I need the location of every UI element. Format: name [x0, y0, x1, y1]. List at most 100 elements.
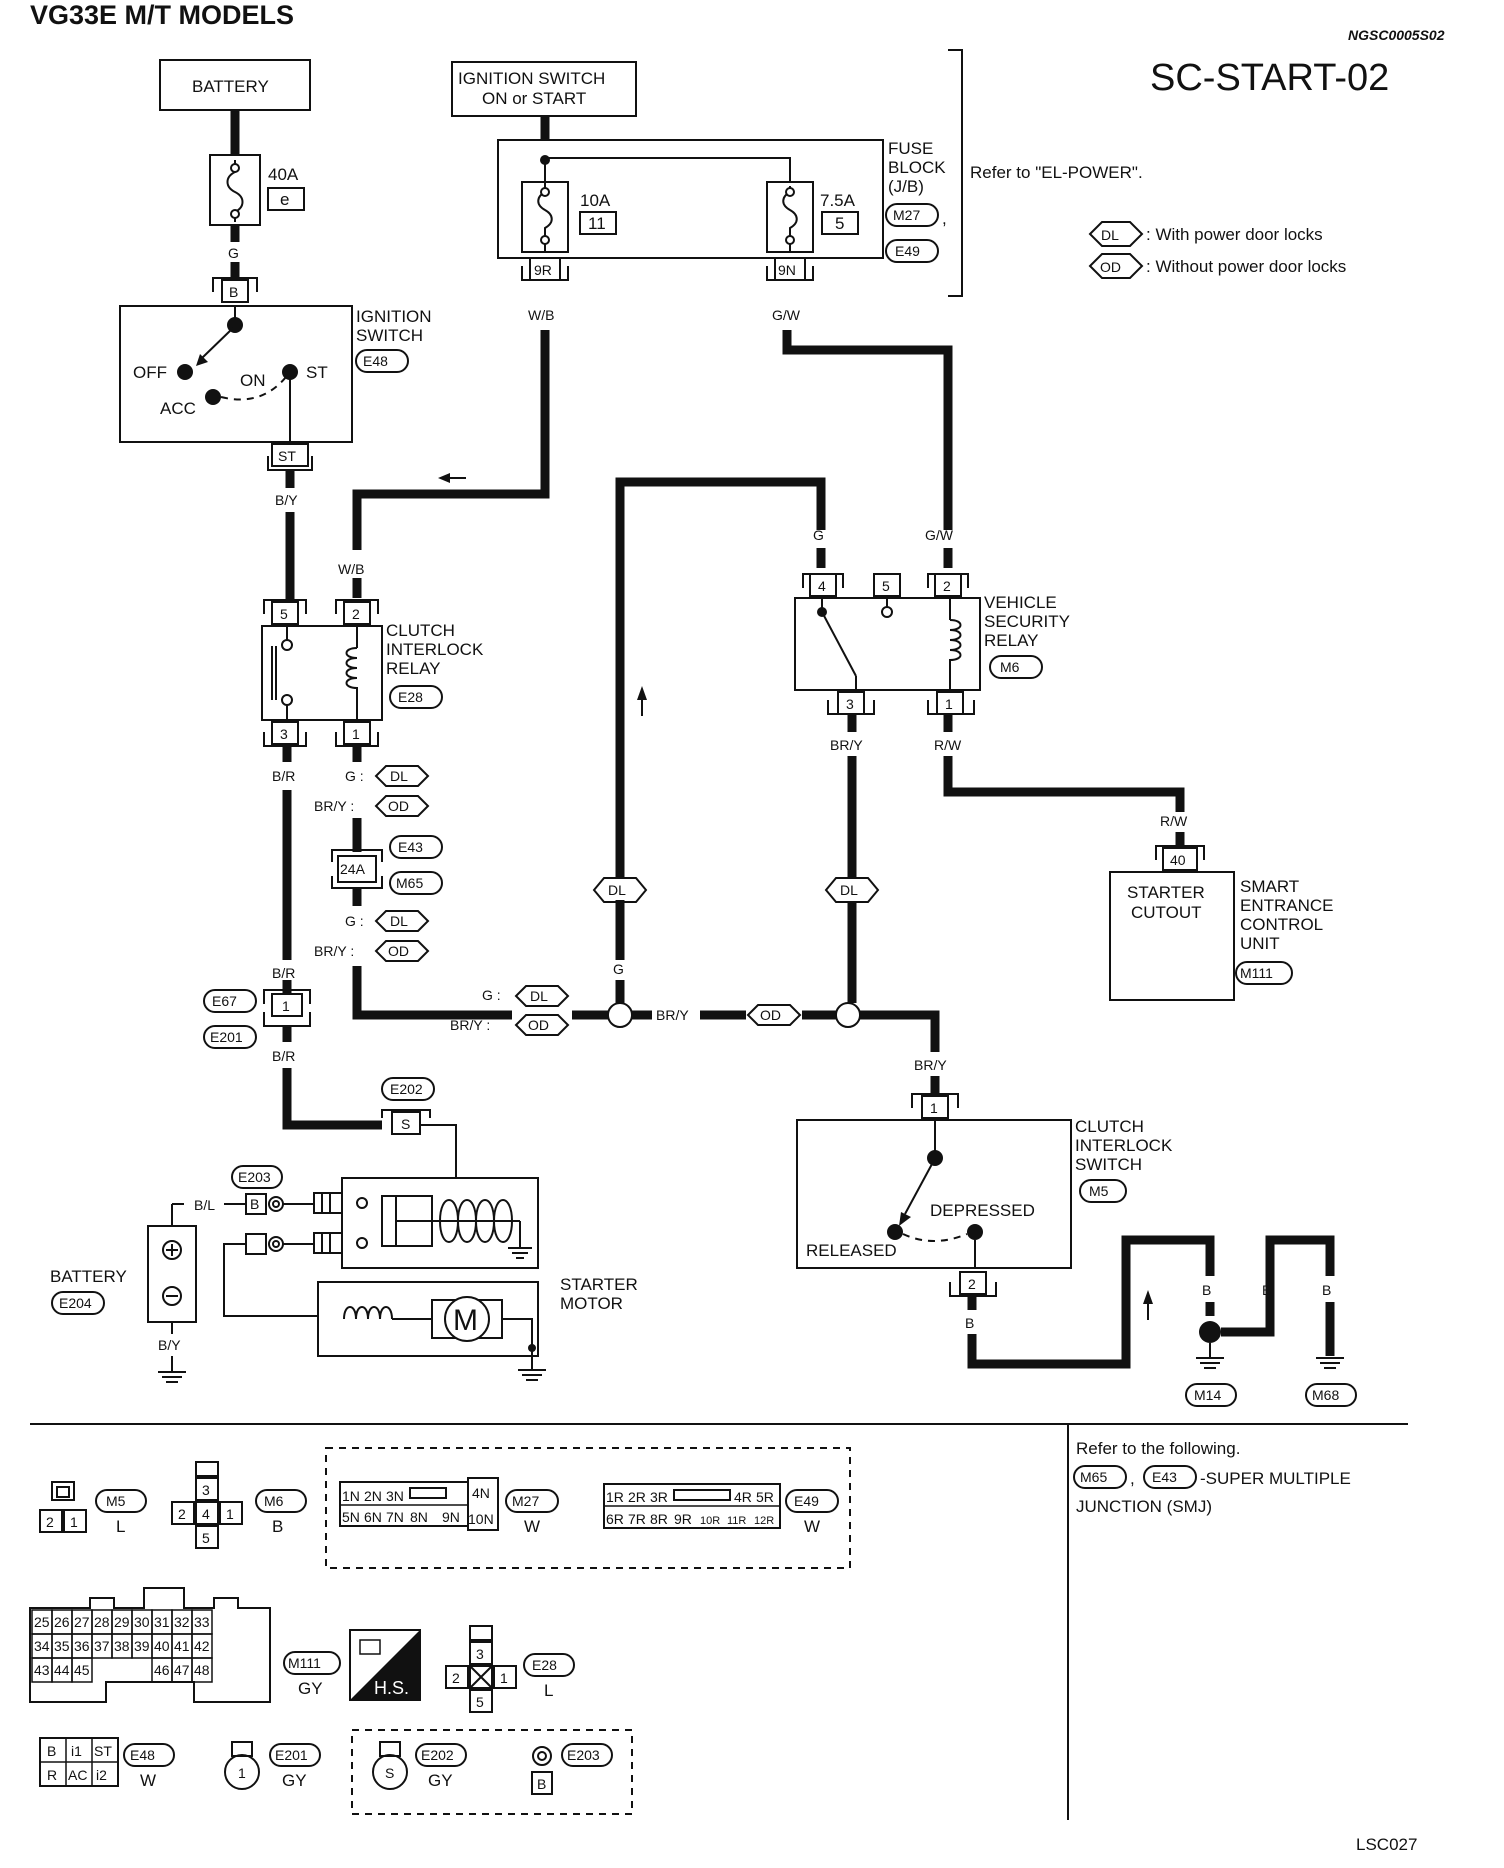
svg-text:10N: 10N [468, 1511, 494, 1527]
fuse-block: 10A 11 7.5A 5 FUSE BLOCK (J/B) M27 , E49… [497, 49, 1143, 297]
svg-text:W: W [524, 1517, 540, 1536]
svg-text:B/R: B/R [272, 768, 295, 784]
svg-text:M27: M27 [512, 1493, 539, 1509]
m111-pin-label: 35 [54, 1638, 70, 1654]
svg-text:DL: DL [530, 988, 548, 1004]
svg-text:DL: DL [390, 768, 408, 784]
m111-pin-label: 26 [54, 1614, 70, 1630]
svg-text:BLOCK: BLOCK [888, 158, 946, 177]
svg-text:B: B [229, 284, 238, 300]
svg-text:2N: 2N [364, 1488, 382, 1504]
svg-text:7.5A: 7.5A [820, 191, 856, 210]
svg-text:40: 40 [1170, 852, 1186, 868]
svg-text:1: 1 [226, 1506, 234, 1522]
svg-text:E201: E201 [275, 1747, 308, 1763]
svg-text:5N: 5N [342, 1509, 360, 1525]
svg-text:ST: ST [306, 363, 328, 382]
svg-text:G :: G : [482, 987, 501, 1003]
ign-switch-box: IGNITION SWITCH ON or START [451, 61, 637, 117]
svg-text:GY: GY [428, 1771, 453, 1790]
svg-text:DL: DL [608, 882, 626, 898]
connector-view-e202: S E202 GY [372, 1741, 467, 1790]
svg-text:INTERLOCK: INTERLOCK [1075, 1136, 1173, 1155]
svg-text:MOTOR: MOTOR [560, 1294, 623, 1313]
svg-text:RELAY: RELAY [386, 659, 441, 678]
connector-view-e48: B i1 ST R AC i2 E48 W [39, 1737, 175, 1790]
svg-text:G/W: G/W [772, 307, 801, 323]
tag-dl-1: DL [374, 765, 430, 787]
svg-text:2R: 2R [628, 1489, 646, 1505]
svg-text:H.S.: H.S. [374, 1678, 409, 1698]
svg-text:E49: E49 [794, 1493, 819, 1509]
connector-e67: E67 1 E201 [203, 989, 311, 1049]
svg-text:3R: 3R [650, 1489, 668, 1505]
svg-text:E201: E201 [210, 1029, 243, 1045]
svg-text:STARTER: STARTER [560, 1275, 638, 1294]
svg-text:E203: E203 [238, 1169, 271, 1185]
svg-text:B: B [272, 1517, 283, 1536]
hs-symbol: H.S. [349, 1629, 421, 1701]
svg-text:IGNITION SWITCH: IGNITION SWITCH [458, 69, 605, 88]
svg-text:BR/Y: BR/Y [830, 737, 863, 753]
svg-text:E43: E43 [398, 839, 423, 855]
svg-text:11R: 11R [727, 1515, 746, 1527]
svg-text:i2: i2 [96, 1767, 107, 1783]
svg-text:ST: ST [94, 1743, 112, 1759]
svg-text:G :: G : [345, 913, 364, 929]
svg-text:B/R: B/R [272, 965, 295, 981]
svg-text:ST: ST [278, 448, 296, 464]
legend-dl: DL : With power door locks [1088, 221, 1323, 247]
svg-text:UNIT: UNIT [1240, 934, 1280, 953]
svg-text:1: 1 [70, 1514, 78, 1530]
svg-text:E48: E48 [363, 353, 388, 369]
svg-text:BATTERY: BATTERY [50, 1267, 127, 1286]
legend-od: OD : Without power door locks [1088, 253, 1346, 279]
svg-text:3: 3 [280, 726, 288, 742]
connector-view-e49: 1R 2R 3R 4R 5R 6R 7R 8R 9R 10R 11R 12R E… [603, 1483, 839, 1536]
svg-text:IGNITION: IGNITION [356, 307, 432, 326]
svg-text:1: 1 [945, 696, 953, 712]
svg-text:5: 5 [835, 214, 844, 233]
svg-text:M111: M111 [288, 1655, 321, 1671]
m111-pin-label: 29 [114, 1614, 130, 1630]
m111-pin-label: 37 [94, 1638, 110, 1654]
tag-dl-4: DL [592, 877, 648, 903]
svg-text:40A: 40A [268, 165, 299, 184]
svg-text:4R: 4R [734, 1489, 752, 1505]
legend-dl-code: DL [1101, 227, 1119, 243]
battery-top: BATTERY [159, 59, 311, 111]
svg-text:OD: OD [388, 943, 409, 959]
svg-text:ACC: ACC [160, 399, 196, 418]
svg-text:2: 2 [452, 1670, 460, 1686]
svg-text:B/Y: B/Y [158, 1337, 181, 1353]
svg-text:4N: 4N [472, 1485, 490, 1501]
connector-e202: E202 S [381, 1077, 435, 1135]
m111-pin-label: 39 [134, 1638, 150, 1654]
svg-text:G: G [613, 961, 624, 977]
svg-text:2: 2 [943, 578, 951, 594]
svg-text:R: R [47, 1767, 57, 1783]
refer-el-power: Refer to "EL-POWER". [970, 163, 1143, 182]
svg-text:e: e [280, 190, 289, 209]
m111-pin-label: 31 [154, 1614, 170, 1630]
svg-text:RELEASED: RELEASED [806, 1241, 897, 1260]
svg-text:E67: E67 [212, 993, 237, 1009]
connector-e203: E203 B [231, 1165, 284, 1255]
legend-dl-text: : With power door locks [1146, 225, 1323, 244]
svg-text:DL: DL [840, 882, 858, 898]
svg-text:ON: ON [240, 371, 266, 390]
m111-pin-cell [191, 1657, 213, 1683]
svg-text:OD: OD [528, 1017, 549, 1033]
svg-text:ON or START: ON or START [482, 89, 586, 108]
svg-text:9R: 9R [534, 262, 552, 278]
svg-text:,: , [1130, 1469, 1135, 1488]
svg-text:M111: M111 [1240, 965, 1273, 981]
battery-bottom: BATTERY E204 [50, 1225, 197, 1323]
svg-text:,: , [942, 209, 947, 228]
svg-text:1: 1 [352, 726, 360, 742]
tag-od-3: OD [514, 1014, 570, 1036]
vehicle-security-relay: 4 5 2 3 1 VEHICLE SECURITY RELAY M6 [794, 573, 1070, 715]
svg-text:JUNCTION (SMJ): JUNCTION (SMJ) [1076, 1497, 1212, 1516]
svg-text:-SUPER MULTIPLE: -SUPER MULTIPLE [1200, 1469, 1351, 1488]
svg-text:1: 1 [930, 1100, 938, 1116]
